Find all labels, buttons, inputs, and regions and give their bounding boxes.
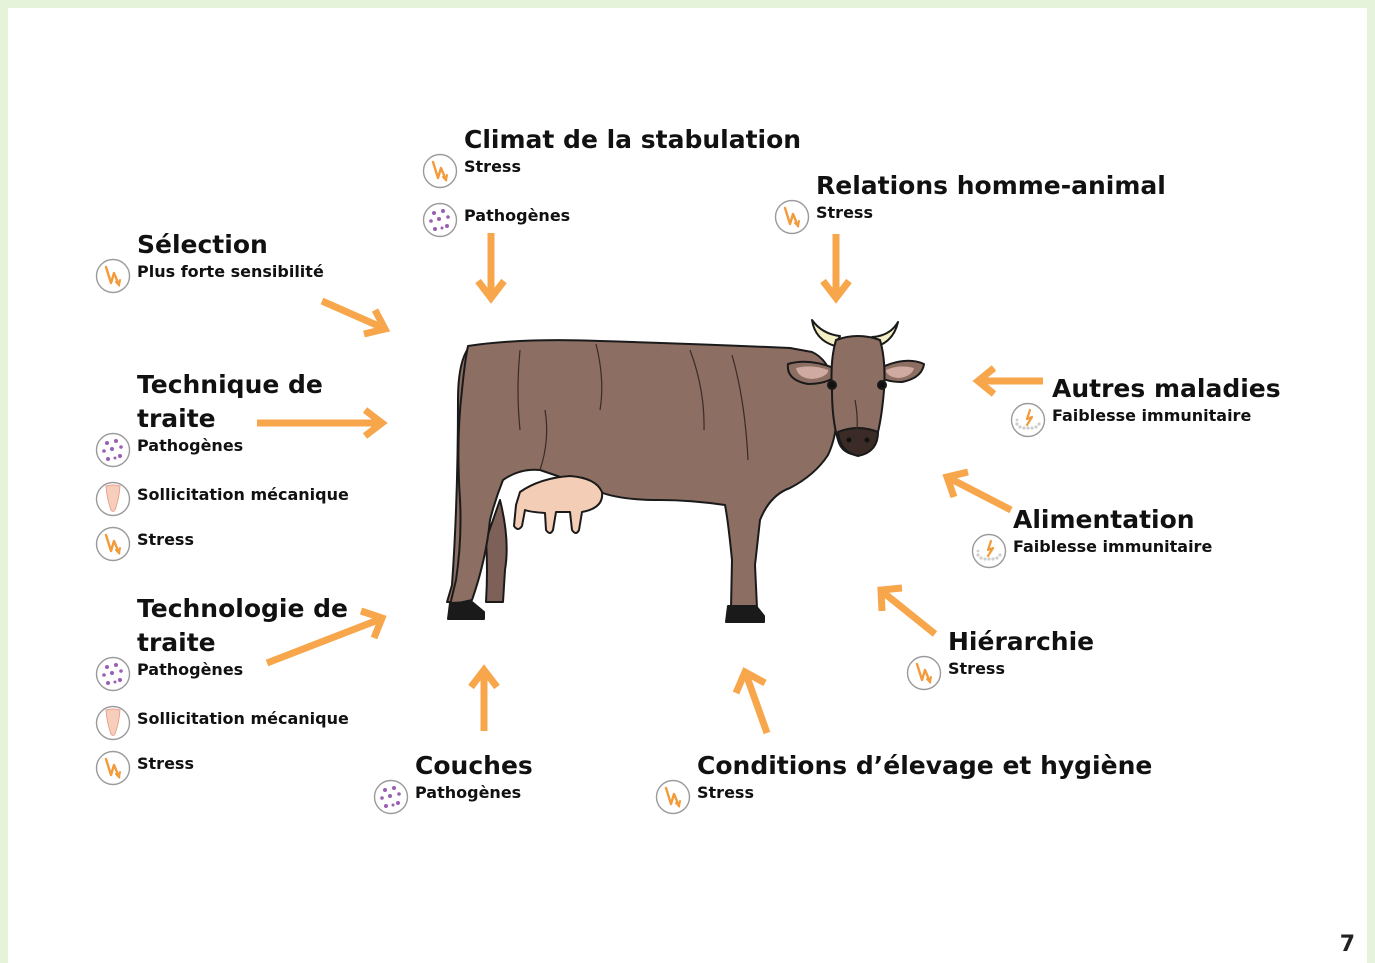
immune-icon [1010, 402, 1046, 438]
stress-icon [655, 779, 691, 815]
item-label: Stress [137, 526, 347, 550]
item-label: Plus forte sensibilité [137, 262, 324, 282]
factor-item: Stress [697, 783, 1152, 828]
item-label: Pathogènes [464, 202, 801, 226]
teat-icon [95, 705, 131, 741]
factor-title: Relations homme-animal [816, 169, 1166, 203]
factor-item: Stress [816, 203, 1166, 248]
item-label: Faiblesse immunitaire [1013, 537, 1212, 557]
item-label: Pathogènes [137, 660, 367, 680]
factor-item: Pathogènes [415, 783, 533, 828]
factor-title: Technique de traite [137, 368, 337, 436]
factor-alimentation: Alimentation Faiblesse immunitaire [1013, 503, 1212, 582]
factor-item: Stress [137, 750, 367, 795]
factor-item: Stress [464, 157, 801, 202]
item-label: Sollicitation mécanique [137, 705, 367, 729]
factor-title: Autres maladies [1052, 372, 1281, 406]
stress-icon [95, 258, 131, 294]
factor-hierarchie: Hiérarchie Stress [948, 625, 1094, 704]
factor-item: Sollicitation mécanique [137, 705, 367, 750]
factor-conditions: Conditions d’élevage et hygiène Stress [697, 749, 1152, 828]
factor-title: Technologie de traite [137, 592, 357, 660]
item-label: Faiblesse immunitaire [1052, 406, 1281, 426]
cow-body [450, 340, 837, 608]
pathogen-icon [95, 432, 131, 468]
factor-autres: Autres maladies Faiblesse immunitaire [1052, 372, 1281, 451]
cow-left-eye [828, 381, 836, 389]
stress-icon [95, 526, 131, 562]
stress-icon [906, 655, 942, 691]
stress-icon [422, 153, 458, 189]
factor-item: Faiblesse immunitaire [1013, 537, 1212, 582]
item-label: Stress [137, 750, 367, 774]
factor-item: Stress [948, 659, 1094, 704]
pathogen-icon [95, 656, 131, 692]
factor-item: Pathogènes [137, 660, 367, 705]
cow-front-hoof [726, 606, 764, 622]
stress-icon [95, 750, 131, 786]
factor-relations: Relations homme-animal Stress [816, 169, 1166, 248]
factor-title: Sélection [137, 228, 324, 262]
factor-selection: Sélection Plus forte sensibilité [137, 228, 324, 307]
item-label: Stress [464, 157, 801, 177]
cow-muzzle [838, 428, 878, 456]
item-label: Stress [948, 659, 1094, 679]
item-label: Stress [816, 203, 1166, 223]
stress-icon [774, 199, 810, 235]
cow-right-eye [878, 381, 886, 389]
factor-climat: Climat de la stabulation Stress Pathogèn… [464, 123, 801, 247]
item-label: Pathogènes [137, 436, 347, 456]
factor-technique: Technique de traite Pathogènes Sollicita… [137, 368, 347, 571]
factor-title: Alimentation [1013, 503, 1212, 537]
factor-item: Plus forte sensibilité [137, 262, 324, 307]
teat-icon [95, 481, 131, 517]
factor-item: Faiblesse immunitaire [1052, 406, 1281, 451]
cow-udder [514, 476, 602, 533]
item-label: Sollicitation mécanique [137, 481, 347, 505]
page-number: 7 [1340, 932, 1355, 957]
factor-item: Stress [137, 526, 347, 571]
immune-icon [971, 533, 1007, 569]
pathogen-icon [422, 202, 458, 238]
cow-hind-hoof [448, 602, 484, 619]
pathogen-icon [373, 779, 409, 815]
factor-item: Pathogènes [137, 436, 347, 481]
item-label: Pathogènes [415, 783, 533, 803]
item-label: Stress [697, 783, 1152, 803]
factor-title: Couches [415, 749, 533, 783]
factor-item: Pathogènes [464, 202, 801, 247]
factor-couches: Couches Pathogènes [415, 749, 533, 828]
factor-title: Hiérarchie [948, 625, 1094, 659]
factor-title: Climat de la stabulation [464, 123, 801, 157]
factor-technologie: Technologie de traite Pathogènes Sollici… [137, 592, 367, 795]
factor-title: Conditions d’élevage et hygiène [697, 749, 1152, 783]
factor-item: Sollicitation mécanique [137, 481, 347, 526]
